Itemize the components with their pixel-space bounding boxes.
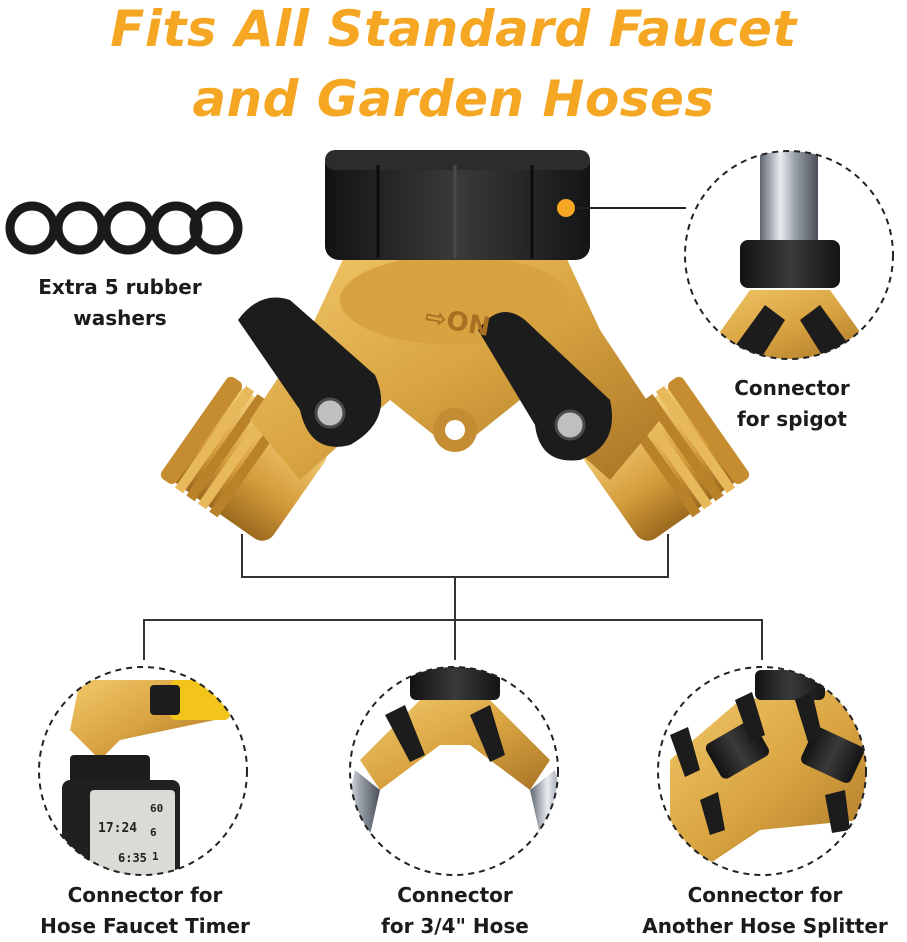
hose-timer-detail-icon <box>62 680 230 875</box>
rubber-washers-icon <box>5 201 243 255</box>
hose-caption-line-2: for 3/4" Hose <box>381 914 529 938</box>
spigot-caption: Connector for spigot <box>692 373 892 435</box>
spigot-caption-line-2: for spigot <box>737 407 847 431</box>
hose-caption-line-1: Connector <box>397 883 513 907</box>
washers-caption: Extra 5 rubber washers <box>20 272 220 334</box>
another-splitter-detail-icon <box>670 670 866 870</box>
garden-hose-detail-icon <box>350 667 558 875</box>
timer-num-1: 60 <box>150 802 163 815</box>
hose-splitter-icon <box>160 150 750 541</box>
splitter-caption-line-2: Another Hose Splitter <box>642 914 888 938</box>
timer-caption-line-1: Connector for <box>67 883 223 907</box>
timer-num-2: 6 <box>150 826 157 839</box>
timer-time-2: 6:35 <box>118 851 147 865</box>
connector-bracket <box>143 534 763 660</box>
washers-caption-line-2: washers <box>73 306 167 330</box>
hose-caption: Connector for 3/4" Hose <box>345 880 565 942</box>
headline-line-1: Fits All Standard Faucet <box>110 0 797 58</box>
timer-time-1: 17:24 <box>98 821 137 836</box>
spigot-caption-line-1: Connector <box>734 376 850 400</box>
headline-line-2: and Garden Hoses <box>192 70 715 128</box>
timer-caption: Connector for Hose Faucet Timer <box>20 880 270 942</box>
pointer-dot <box>557 199 575 217</box>
splitter-caption: Connector for Another Hose Splitter <box>630 880 900 942</box>
timer-caption-line-2: Hose Faucet Timer <box>40 914 250 938</box>
splitter-caption-line-1: Connector for <box>687 883 843 907</box>
washers-caption-line-1: Extra 5 rubber <box>38 275 202 299</box>
spigot-detail-icon <box>700 151 880 359</box>
timer-num-3: 1 <box>152 850 159 863</box>
